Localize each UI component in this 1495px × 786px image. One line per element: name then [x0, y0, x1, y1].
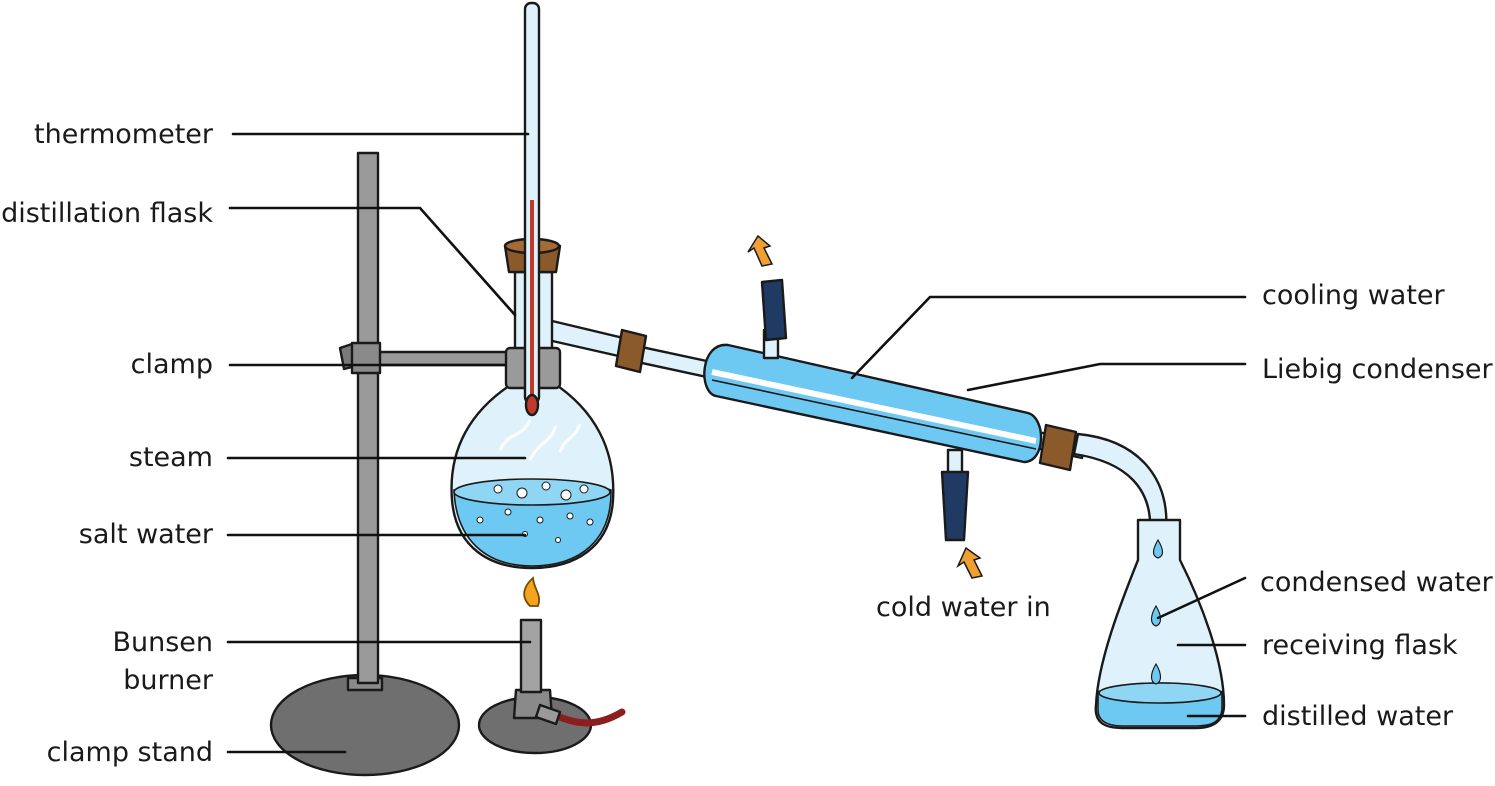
leader-distillation-flask — [228, 206, 517, 317]
label-cooling-water: cooling water — [1262, 280, 1446, 311]
leader-lines — [226, 132, 1247, 754]
delivery-tube — [1072, 432, 1168, 532]
condenser-cork-left — [614, 328, 648, 374]
condenser-cork-right — [1038, 423, 1078, 472]
labels: thermometer distillation flask clamp ste… — [1, 119, 1493, 768]
flame-icon — [523, 576, 540, 607]
label-clamp-stand: clamp stand — [47, 737, 213, 768]
label-bunsen-burner-line2: burner — [123, 665, 214, 696]
thermometer-liquid — [530, 200, 534, 410]
leader-cooling-water — [850, 295, 1247, 380]
bunsen-burner — [477, 576, 626, 755]
bottom-hose — [940, 470, 970, 542]
label-condensed-water: condensed water — [1260, 567, 1494, 598]
drop-icon — [1150, 604, 1162, 627]
label-liebig-condenser: Liebig condenser — [1262, 354, 1494, 385]
receiving-flask-body — [1094, 518, 1226, 730]
thermometer — [523, 1, 541, 417]
distillation-flask — [450, 237, 642, 570]
drop-icon — [1152, 538, 1164, 559]
label-clamp: clamp — [131, 349, 213, 380]
clamp-boss — [350, 341, 382, 375]
distilled-water-surface — [1098, 682, 1222, 704]
liebig-condenser — [614, 234, 1087, 579]
receiving-flask — [1094, 518, 1226, 730]
label-bunsen-burner-line1: Bunsen — [112, 627, 213, 658]
inner-tube-line — [711, 379, 1037, 450]
label-distillation-flask: distillation flask — [1, 198, 213, 229]
water-out-arrow-icon — [747, 234, 774, 267]
label-steam: steam — [129, 442, 213, 473]
leader-liebig-condenser — [966, 362, 1247, 392]
burner-tube — [519, 618, 543, 694]
label-cold-water-in: cold water in — [876, 592, 1051, 623]
leader-condensed-water — [1156, 576, 1247, 620]
label-distilled-water: distilled water — [1262, 701, 1454, 732]
stand-rod — [356, 151, 380, 685]
gas-inlet — [534, 703, 562, 726]
inner-tube-highlight — [711, 369, 1037, 444]
water-in-arrow-icon — [956, 546, 984, 579]
top-hose — [760, 278, 788, 342]
clamp-stand — [269, 151, 461, 777]
drop-icon — [1150, 662, 1162, 685]
water-surface — [453, 478, 611, 506]
bubbles — [476, 481, 594, 543]
thermometer-bulb — [524, 393, 540, 417]
clamp — [338, 341, 512, 375]
steam — [498, 419, 582, 461]
label-receiving-flask: receiving flask — [1262, 630, 1458, 661]
label-salt-water: salt water — [79, 519, 214, 550]
label-thermometer: thermometer — [34, 119, 214, 150]
